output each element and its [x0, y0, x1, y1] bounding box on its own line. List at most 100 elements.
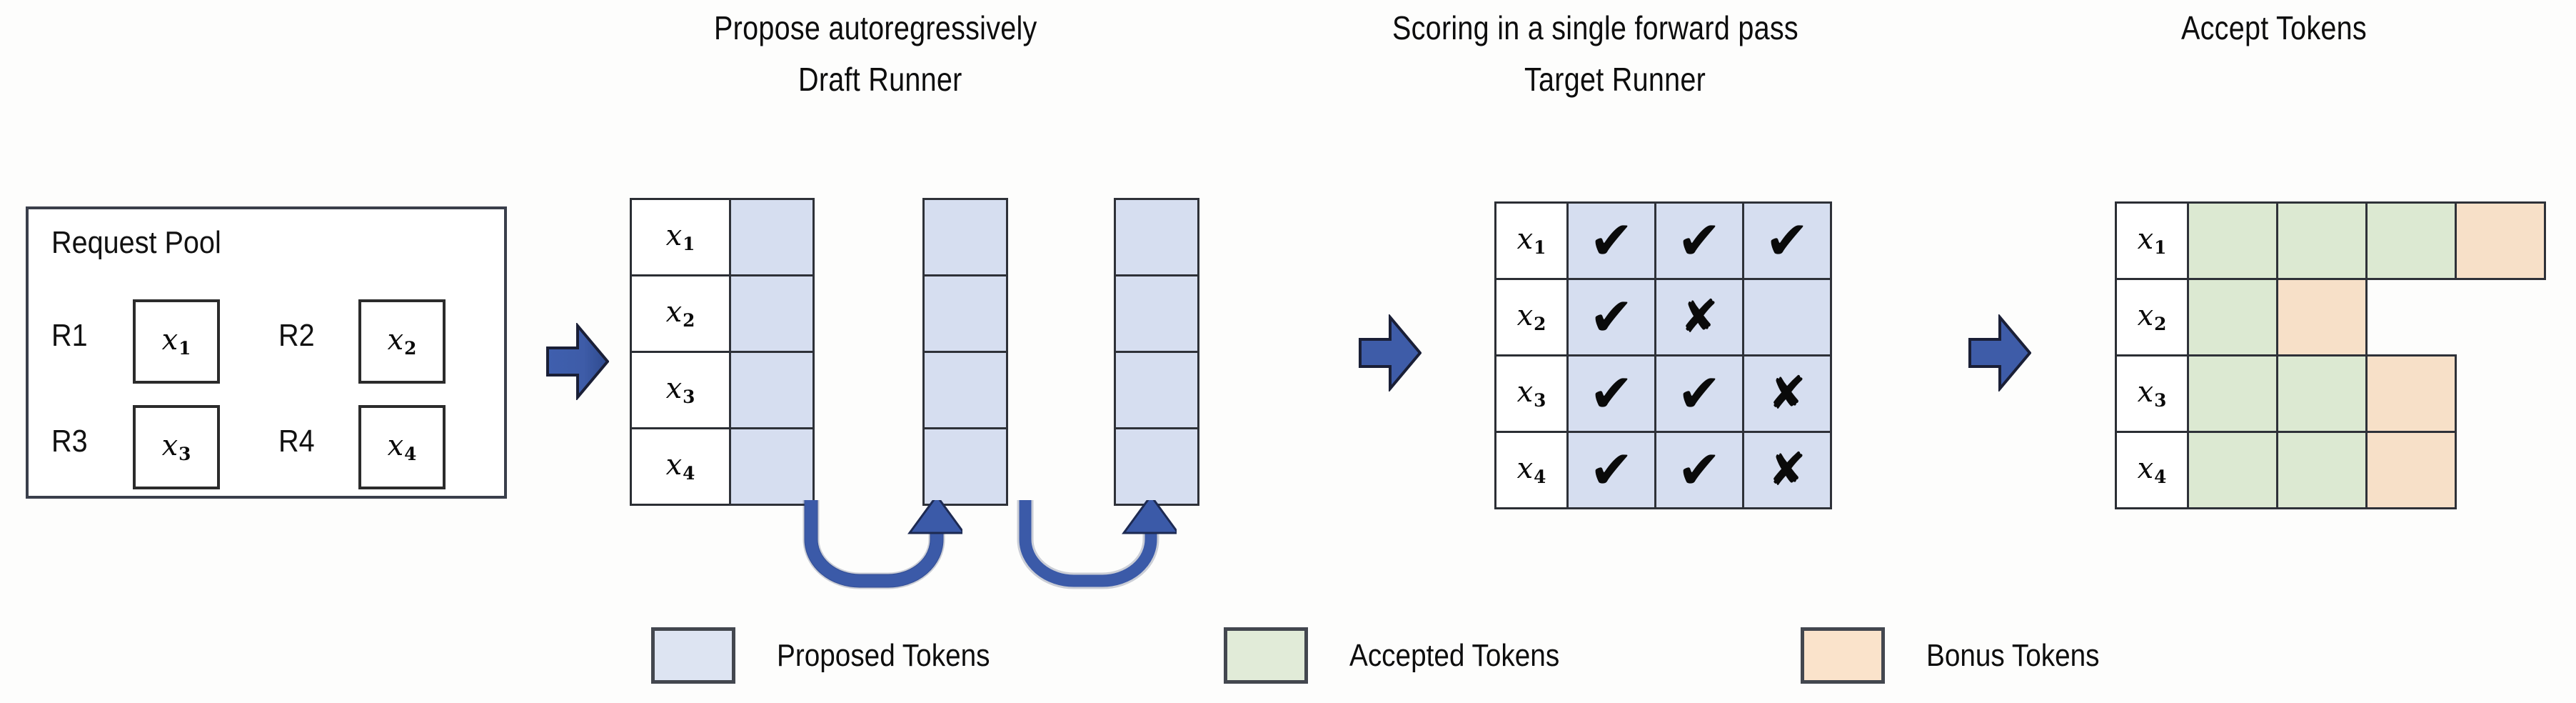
- legend-swatch-proposed: [651, 627, 735, 684]
- legend-swatch-accepted: [1224, 627, 1308, 684]
- cross-icon: ✘: [1768, 444, 1806, 497]
- draft-step-column-3: [1114, 198, 1199, 506]
- request-label-r3: R3: [51, 424, 88, 459]
- loop-arrow-1: [798, 494, 966, 600]
- cross-icon: ✘: [1768, 367, 1806, 420]
- draft-step-column-2: [922, 198, 1008, 506]
- draft-row: x1: [630, 198, 815, 276]
- target-row: x4 ✔ ✔ ✘: [1494, 431, 1832, 509]
- request-label-r2: R2: [278, 318, 315, 353]
- draft-cell-s3-r4: [1114, 427, 1199, 506]
- check-icon: ✔: [1676, 363, 1721, 424]
- accept-cell-r1-c2: [2276, 201, 2368, 280]
- token-x2: x2: [665, 295, 695, 331]
- accept-cell-r4-c1: [2187, 431, 2278, 509]
- draft-cell-s1-r1: [729, 198, 815, 276]
- check-icon: ✔: [1589, 439, 1634, 501]
- accept-row-label-2: x2: [2115, 278, 2189, 357]
- target-cell-r3-c1: ✔: [1566, 354, 1656, 433]
- draft-row: [922, 351, 1008, 429]
- token-x1: x1: [161, 323, 191, 359]
- accept-row: x4: [2115, 431, 2546, 509]
- target-row: x1✔✔✔: [1494, 201, 1832, 280]
- draft-cell-s2-r1: [922, 198, 1008, 276]
- target-cell-r4-c3: ✘: [1742, 431, 1832, 509]
- accept-cell-r1-c3: [2365, 201, 2457, 280]
- request-label-r1: R1: [51, 318, 88, 353]
- token-x4: x4: [665, 448, 695, 484]
- draft-row-label-1: x1: [630, 198, 731, 276]
- heading-accept-tokens: Accept Tokens: [2181, 9, 2367, 46]
- accept-cell-r2-c4: [2455, 278, 2546, 357]
- accept-row-label-4: x4: [2115, 431, 2189, 509]
- draft-row: [1114, 274, 1199, 353]
- token-x3: x3: [665, 372, 695, 407]
- target-cell-r2-c1: ✔: [1566, 278, 1656, 357]
- flow-arrow-2: [1359, 313, 1422, 393]
- check-icon: ✔: [1676, 210, 1721, 271]
- loop-arrow-2: [1012, 494, 1180, 600]
- flow-arrow-1: [546, 321, 610, 402]
- accept-cell-r3-c3: [2365, 354, 2457, 433]
- token-x3: x3: [161, 429, 191, 464]
- check-icon: ✔: [1589, 210, 1634, 271]
- target-cell-r2-c3: [1742, 278, 1832, 357]
- legend-label-bonus: Bonus Tokens: [1926, 637, 2100, 673]
- draft-step-column-1: x1 x2 x3 x4: [630, 198, 815, 506]
- target-runner-grid: x1✔✔✔x2✔✘x3✔✔✘x4✔✔✘: [1494, 201, 1832, 509]
- draft-row-label-4: x4: [630, 427, 731, 506]
- draft-row: x2: [630, 274, 815, 353]
- draft-cell-s2-r4: [922, 427, 1008, 506]
- accept-cell-r4-c3: [2365, 431, 2457, 509]
- draft-cell-s2-r2: [922, 274, 1008, 353]
- heading-scoring: Scoring in a single forward pass: [1392, 9, 1798, 46]
- draft-cell-s2-r3: [922, 351, 1008, 429]
- target-row-label-4: x4: [1494, 431, 1569, 509]
- draft-cell-s1-r4: [729, 427, 815, 506]
- accept-cell-r3-c2: [2276, 354, 2368, 433]
- target-cell-r1-c3: ✔: [1742, 201, 1832, 280]
- legend-item-proposed: Proposed Tokens: [651, 627, 1019, 684]
- draft-cell-s3-r1: [1114, 198, 1199, 276]
- target-cell-r1-c1: ✔: [1566, 201, 1656, 280]
- token-x1: x1: [2137, 222, 2167, 258]
- target-row-label-2: x2: [1494, 278, 1569, 357]
- accept-cell-r3-c1: [2187, 354, 2278, 433]
- token-x2: x2: [387, 323, 417, 359]
- heading-target-runner: Target Runner: [1524, 61, 1706, 98]
- accept-row: x3: [2115, 354, 2544, 433]
- target-cell-r1-c2: ✔: [1654, 201, 1744, 280]
- token-x4: x4: [1516, 452, 1546, 487]
- accept-cell-r1-c4: [2455, 201, 2546, 280]
- token-x1: x1: [665, 219, 695, 254]
- legend-swatch-bonus: [1801, 627, 1885, 684]
- target-cell-r2-c2: ✘: [1654, 278, 1744, 357]
- legend-label-proposed: Proposed Tokens: [777, 637, 990, 673]
- cross-icon: ✘: [1680, 291, 1719, 344]
- accept-cell-r4-c4: [2455, 431, 2546, 509]
- draft-row: x4: [630, 427, 815, 506]
- request-pool-title: Request Pool: [51, 225, 221, 260]
- accept-cell-r2-c3: [2365, 278, 2457, 357]
- legend-item-bonus: Bonus Tokens: [1801, 627, 2123, 684]
- legend: Proposed Tokens Accepted Tokens Bonus To…: [0, 620, 2576, 692]
- draft-cell-s3-r3: [1114, 351, 1199, 429]
- draft-row: [922, 274, 1008, 353]
- draft-row: [1114, 427, 1199, 506]
- draft-row-label-3: x3: [630, 351, 731, 429]
- legend-label-accepted: Accepted Tokens: [1349, 637, 1560, 673]
- draft-row: [922, 198, 1008, 276]
- check-icon: ✔: [1589, 363, 1634, 424]
- token-x2: x2: [2137, 299, 2167, 334]
- check-icon: ✔: [1764, 210, 1809, 271]
- target-row: x3✔✔✘: [1494, 354, 1832, 433]
- check-icon: ✔: [1589, 286, 1634, 348]
- token-x2: x2: [1516, 299, 1546, 334]
- check-icon: ✔: [1676, 439, 1721, 501]
- draft-cell-s1-r2: [729, 274, 815, 353]
- flow-arrow-3: [1968, 313, 2032, 393]
- accept-row-label-3: x3: [2115, 354, 2189, 433]
- token-x4: x4: [387, 429, 417, 464]
